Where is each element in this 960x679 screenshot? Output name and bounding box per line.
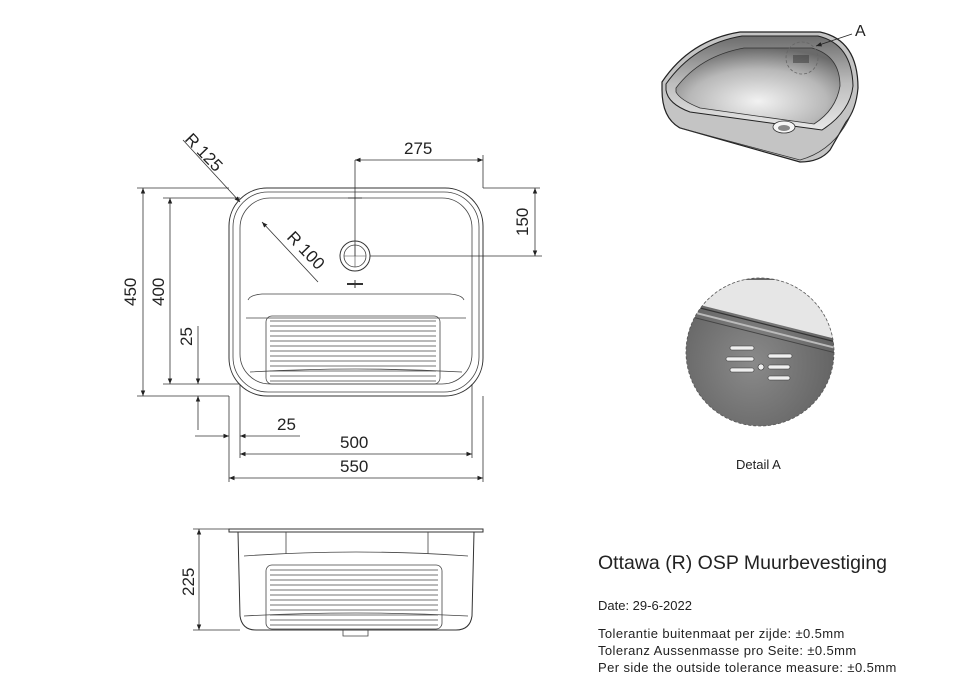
dim-275: 275 (404, 139, 432, 158)
detail-marker-a: A (855, 23, 866, 40)
detail-a-caption: Detail A (736, 457, 781, 472)
drain-ribs (265, 315, 441, 385)
dim-400: 400 (149, 278, 168, 306)
dim-150: 150 (513, 208, 532, 236)
dim-depth-lines (193, 528, 240, 631)
tolerance-de: Toleranz Aussenmasse pro Seite: ±0.5mm (598, 643, 857, 658)
tolerance-nl: Tolerantie buitenmaat per zijde: ±0.5mm (598, 626, 845, 641)
dim-550: 550 (340, 457, 368, 476)
title-block: Ottawa (R) OSP Muurbevestiging Date: 29-… (598, 552, 958, 675)
dim-25-vertical: 25 (177, 327, 196, 346)
tolerance-en: Per side the outside tolerance measure: … (598, 660, 897, 675)
dim-r100: R 100 (283, 228, 328, 274)
drawing-title: Ottawa (R) OSP Muurbevestiging (598, 552, 888, 574)
dim-450: 450 (121, 278, 140, 306)
sink-3d-render (661, 31, 859, 163)
dim-500: 500 (340, 433, 368, 452)
sink-top-view (228, 187, 484, 397)
dim-225: 225 (179, 568, 198, 596)
drawing-date: Date: 29-6-2022 (598, 598, 692, 613)
dimension-lines (137, 139, 542, 482)
sink-side-view (228, 528, 484, 637)
dim-25-horizontal: 25 (277, 415, 296, 434)
dim-r125: R 125 (181, 130, 226, 176)
detail-a-view (685, 277, 835, 427)
